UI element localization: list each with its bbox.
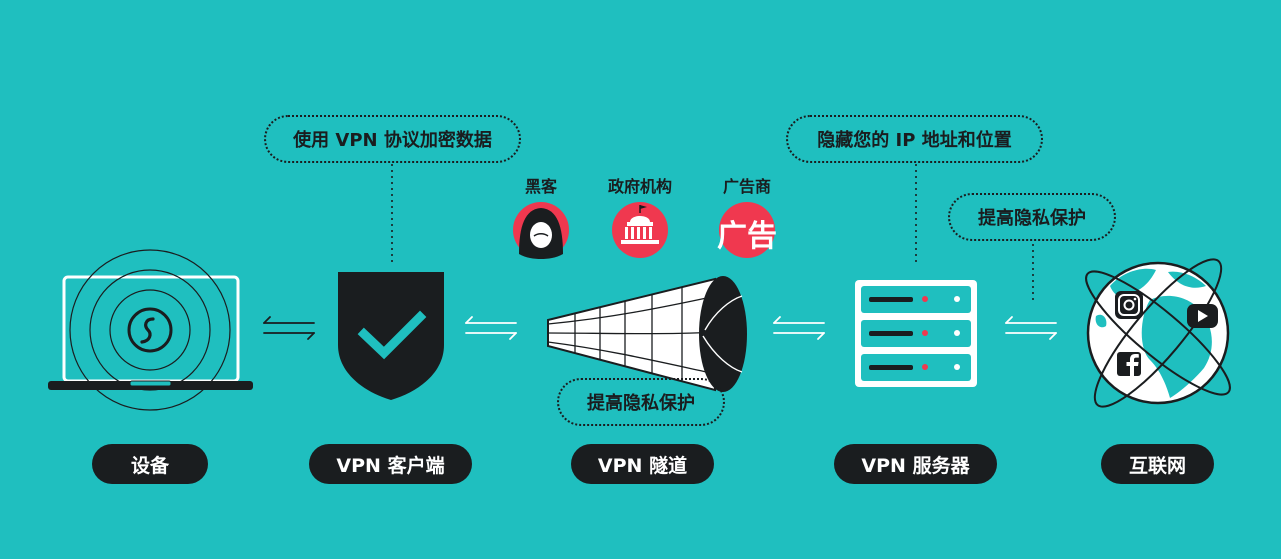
privacy-server-callout: 提高隐私保护 [948,193,1116,241]
laptop-icon [48,249,253,411]
advertiser-icon: 广告 [717,202,777,258]
stage-vpn-server-label: VPN 服务器 [834,444,997,484]
hacker-icon [513,202,569,259]
bidirectional-arrows-icon [1005,316,1057,340]
stage-device-text: 设备 [130,454,169,477]
hide-ip-callout: 隐藏您的 IP 地址和位置 [786,115,1043,163]
bidirectional-arrows-icon [263,316,315,340]
encrypt-callout-text: 使用 VPN 协议加密数据 [293,130,492,151]
stage-vpn-tunnel-text: VPN 隧道 [597,454,688,477]
shield-check-icon [338,272,444,400]
surfshark-logo [127,307,173,353]
government-building-icon [612,202,668,258]
hacker-label: 黑客 [524,177,557,196]
stage-vpn-server-text: VPN 服务器 [861,454,970,477]
stage-vpn-client-text: VPN 客户端 [336,454,445,477]
instagram-icon [1115,291,1143,319]
stage-internet-text: 互联网 [1128,454,1186,477]
bidirectional-arrows-icon [465,316,517,340]
stage-internet-label: 互联网 [1101,444,1214,484]
advertiser-glyph: 广告 [717,219,777,254]
stage-vpn-tunnel-label: VPN 隧道 [571,444,714,484]
privacy-tunnel-callout-text: 提高隐私保护 [587,393,695,414]
youtube-icon [1187,304,1218,328]
stage-device-label: 设备 [92,444,208,484]
hide-ip-callout-text: 隐藏您的 IP 地址和位置 [817,130,1012,151]
stage-vpn-client-label: VPN 客户端 [309,444,472,484]
facebook-icon [1117,352,1141,376]
bidirectional-arrows-icon [773,316,825,340]
encrypt-callout: 使用 VPN 协议加密数据 [264,115,521,163]
privacy-tunnel-callout: 提高隐私保护 [557,378,725,426]
server-rack-icon [855,280,977,387]
government-label: 政府机构 [607,177,672,196]
advertiser-label: 广告商 [722,177,771,196]
privacy-server-callout-text: 提高隐私保护 [978,208,1086,229]
